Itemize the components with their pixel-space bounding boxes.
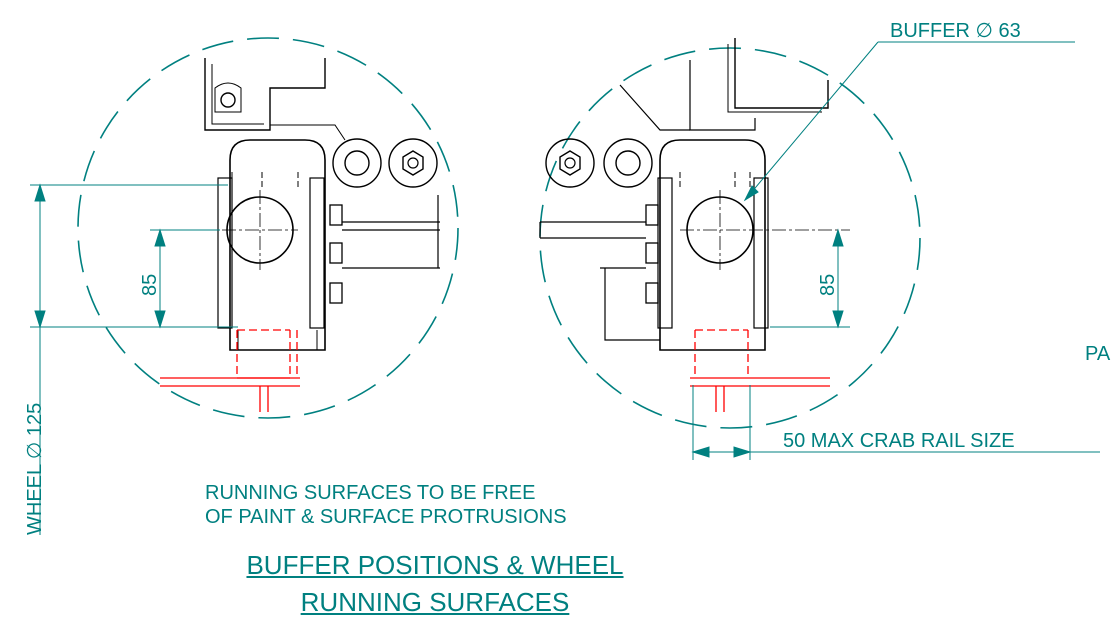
left-85-label: 85: [139, 274, 161, 296]
right-detail-view: [539, 38, 1100, 460]
partial-label: PA: [1085, 343, 1111, 365]
right-detail-circle: [539, 47, 921, 429]
left-roller-1: [332, 138, 382, 188]
left-upper-bracket: [204, 58, 326, 131]
drawing-title-line-2: RUNNING SURFACES: [300, 587, 570, 617]
surface-note-line-2: OF PAINT & SURFACE PROTRUSIONS: [205, 506, 567, 528]
right-roller-2: [603, 138, 653, 188]
wheel-label: WHEEL ∅ 125: [24, 403, 46, 535]
left-detail-view: [30, 37, 459, 535]
left-detail-circle: [77, 37, 459, 419]
right-wheel-hidden: [690, 329, 830, 412]
left-roller-2: [388, 138, 438, 188]
drawing-title-line-1: BUFFER POSITIONS & WHEEL: [246, 550, 624, 580]
right-buffer-housing: [659, 139, 766, 351]
left-dimensions: [30, 183, 238, 535]
left-bracket-hole: [220, 92, 236, 108]
buffer-label: BUFFER ∅ 63: [890, 20, 1021, 42]
right-85-label: 85: [817, 274, 839, 296]
left-buffer-housing: [229, 139, 326, 351]
right-upper-frame: [734, 38, 829, 109]
left-wheel-hidden: [160, 329, 300, 412]
surface-note-line-1: RUNNING SURFACES TO BE FREE: [205, 482, 536, 504]
right-dimensions: [691, 41, 1100, 460]
crab-rail-label: 50 MAX CRAB RAIL SIZE: [783, 430, 1015, 452]
right-roller-1: [545, 138, 595, 188]
